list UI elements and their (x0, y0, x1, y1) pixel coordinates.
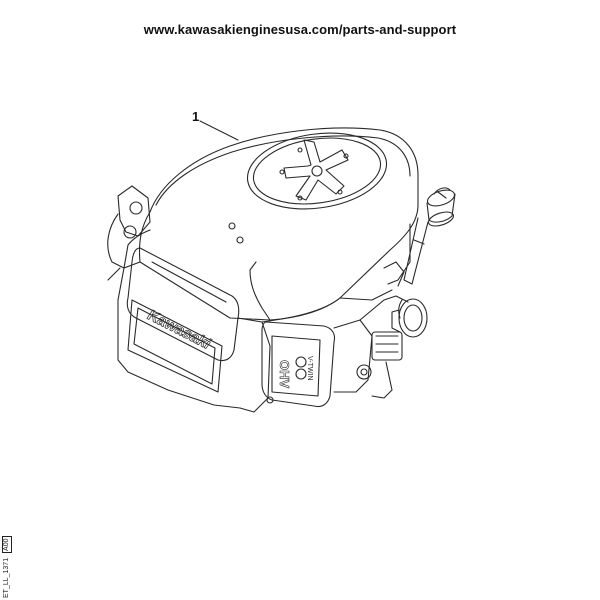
website-url: www.kawasakienginesusa.com/parts-and-sup… (143, 22, 457, 37)
figure-code: ET_LL_1371 A00 (2, 536, 12, 598)
fan-star-icon (279, 139, 349, 201)
callout-number-1: 1 (192, 109, 200, 124)
ohv-badge (261, 321, 336, 408)
front-panel (126, 247, 240, 362)
badge-sub-text: V-TWIN (306, 356, 313, 381)
badge-main-text: OHV (277, 360, 292, 389)
oil-cap-icon (426, 187, 456, 227)
callout-leader-line (199, 120, 239, 141)
figure-code-box: A00 (2, 536, 12, 553)
nameplate (127, 299, 223, 393)
figure-code-text: ET_LL_1371 (3, 557, 10, 598)
engine-shroud (138, 127, 419, 321)
knob-icon (391, 298, 428, 338)
brand-text: Kawasaki (144, 307, 215, 352)
left-bracket (117, 185, 151, 237)
